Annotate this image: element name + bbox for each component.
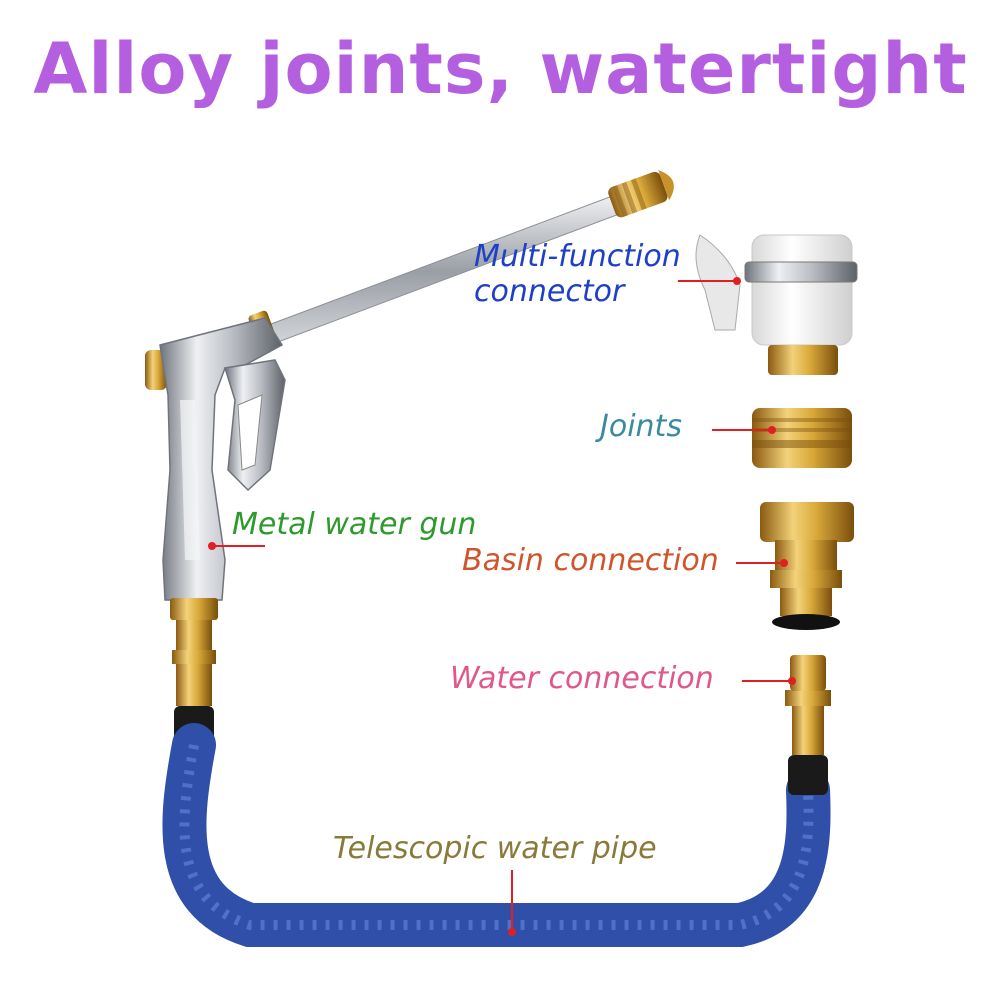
water-gun-body (145, 317, 286, 601)
callout-basin-connection: Basin connection (462, 543, 719, 578)
callout-multi-function-line1: Multi-function (474, 239, 681, 274)
callout-joints: Joints (600, 409, 682, 444)
joints-part (752, 408, 852, 468)
callout-multi-function-connector: Multi-function connector (474, 239, 734, 309)
telescopic-hose (162, 723, 831, 947)
hose-water-connector (785, 655, 831, 795)
callout-water-connection: Water connection (450, 661, 714, 696)
basin-connection-part (760, 502, 854, 630)
leader-lines (208, 277, 796, 936)
callout-multi-function-line2: connector (474, 273, 625, 309)
multi-function-connector-part (695, 234, 858, 375)
callout-telescopic-water-pipe: Telescopic water pipe (333, 831, 657, 866)
callout-metal-water-gun: Metal water gun (232, 507, 477, 542)
headline: Alloy joints, watertight (33, 28, 968, 110)
